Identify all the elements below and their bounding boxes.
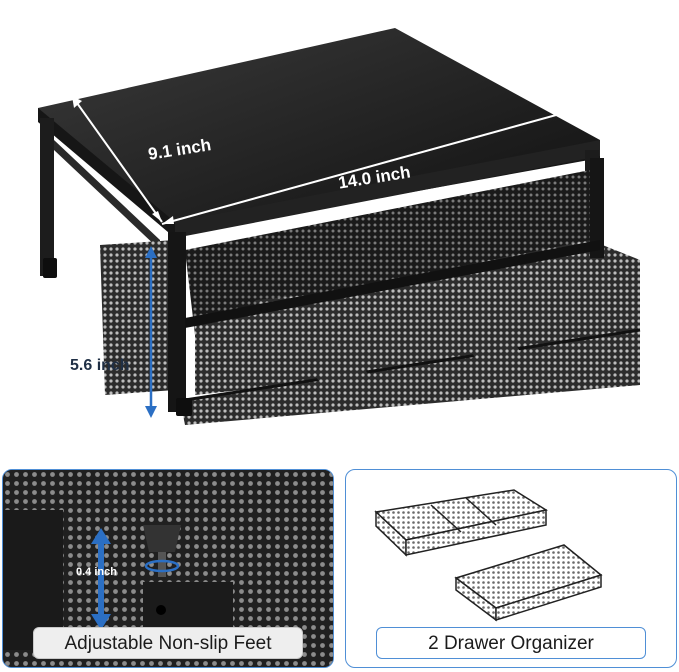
front-left-leg [168, 232, 186, 412]
feet-caption: Adjustable Non-slip Feet [33, 627, 303, 659]
foot [176, 398, 192, 416]
feet-detail-panel: Adjustable Non-slip Feet [2, 469, 334, 668]
drawers-image [374, 489, 603, 622]
foot [43, 258, 57, 278]
top-shelf [38, 28, 600, 235]
width-dimension-line [161, 103, 597, 225]
rubber-foot [143, 525, 181, 552]
depth-dimension-line [71, 95, 163, 223]
product-main-view: 9.1 inch 14.0 inch 5.6 inch [38, 28, 641, 425]
back-left-leg [40, 118, 54, 276]
lower-drawer-side [100, 240, 175, 395]
height-label: 5.6 inch [70, 357, 130, 374]
adjust-arrow-icon [91, 528, 111, 630]
lower-drawer-front [180, 330, 640, 425]
foot-adjustment-label: 0.4 inch [76, 566, 117, 578]
drawer-detail-panel: 2 Drawer Organizer [345, 469, 677, 668]
height-dimension-line [145, 246, 157, 418]
drawer-caption: 2 Drawer Organizer [376, 627, 646, 659]
monitor-stand-illustration [38, 28, 641, 425]
